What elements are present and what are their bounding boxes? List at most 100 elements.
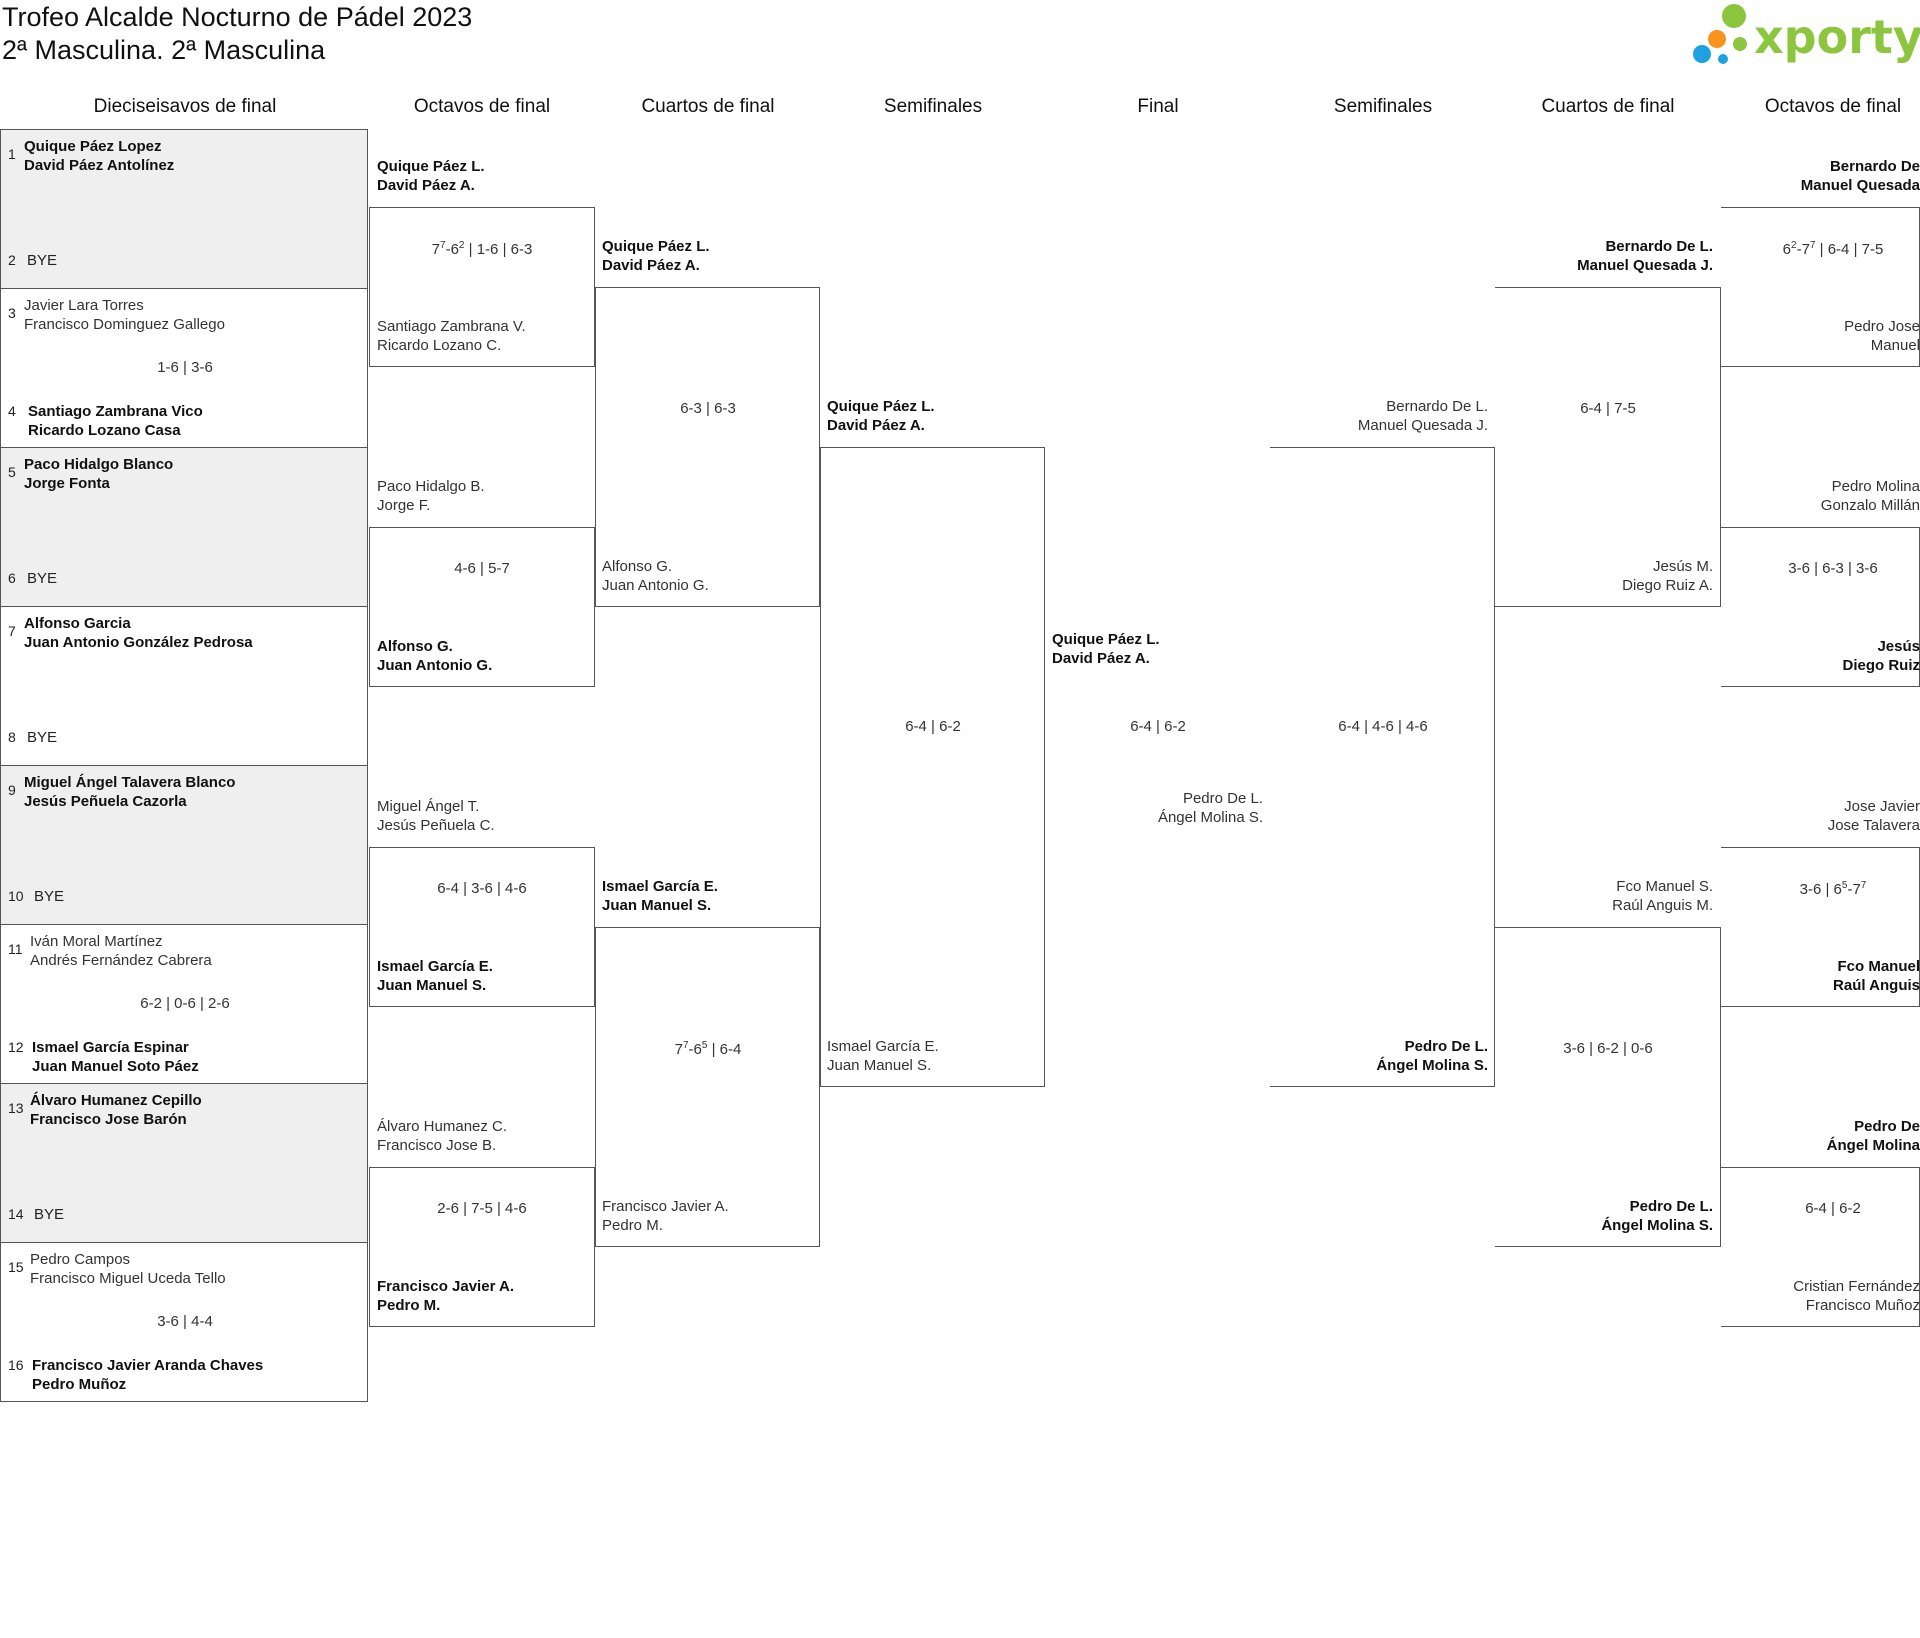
- score-part: -7: [1796, 241, 1810, 258]
- round-header: Cuartos de final: [641, 96, 775, 117]
- seed-number: 16: [8, 1357, 24, 1373]
- team-slot: Pedro De L.Ángel Molina S.: [1376, 1037, 1488, 1075]
- player-name: Pedro Molina: [1831, 478, 1920, 495]
- team-slot: Fco Manuel S.Raúl Anguis M.: [1612, 877, 1713, 915]
- seed-number: 13: [8, 1100, 24, 1116]
- round-header: Octavos de final: [413, 96, 551, 117]
- player-name: Juan Manuel S.: [602, 897, 712, 914]
- player-name: Ángel Molina S.: [1157, 809, 1263, 826]
- match-score: 6-4 | 3-6 | 4-6: [437, 880, 527, 897]
- xporty-logo[interactable]: xporty: [1690, 2, 1920, 68]
- player-name: Pedro M.: [602, 1217, 663, 1234]
- player-name: Diego Ruiz A.: [1622, 577, 1713, 594]
- bye-label: BYE: [27, 570, 58, 587]
- tiebreak-points: 2: [1791, 240, 1797, 251]
- seed-number: 1: [8, 146, 16, 162]
- player-name: Pedro Campos: [30, 1251, 131, 1268]
- bracket-connector: [369, 1167, 595, 1327]
- logo-dot-orange: [1708, 30, 1726, 48]
- bracket-connector: [1270, 447, 1495, 1087]
- score-part: -6: [445, 241, 459, 258]
- player-name: Quique Páez L.: [377, 158, 485, 175]
- player-name: Raúl Anguis M.: [1612, 897, 1713, 914]
- player-name: Ismael García E.: [827, 1038, 939, 1055]
- player-name: Manuel Quesada: [1800, 177, 1920, 194]
- player-name: Ricardo Lozano Casa: [28, 422, 181, 439]
- player-name: Álvaro Humanez C.: [377, 1118, 508, 1135]
- team-slot: Pedro De Ángel Molina: [1827, 1117, 1920, 1155]
- score-part: -7: [1847, 881, 1861, 898]
- player-name: Ángel Molina S.: [1376, 1057, 1488, 1074]
- player-name: Raúl Anguis: [1833, 977, 1920, 994]
- bye-label: BYE: [27, 252, 58, 269]
- player-name: Ángel Molina: [1826, 1137, 1920, 1154]
- score-part: | 6-4: [707, 1041, 742, 1058]
- player-name: Pedro Muñoz: [32, 1376, 127, 1393]
- player-name: Pedro De L.: [1629, 1198, 1713, 1215]
- player-name: Ismael García E.: [377, 958, 493, 975]
- match-score: 6-3 | 6-3: [680, 400, 736, 417]
- round-header: Final: [1137, 96, 1179, 117]
- player-name: Paco Hidalgo B.: [377, 478, 485, 495]
- player-name: Ismael García Espinar: [32, 1039, 189, 1056]
- player-name: Ángel Molina S.: [1601, 1217, 1713, 1234]
- player-name: Santiago Zambrana V.: [377, 318, 526, 335]
- team-slot: Francisco Javier A.Pedro M.: [377, 1277, 514, 1315]
- player-name: Alfonso G.: [377, 638, 453, 655]
- xporty-logo-mark: xporty: [1693, 4, 1920, 64]
- player-name: Francisco Jose Barón: [30, 1111, 187, 1128]
- player-name: Jorge F.: [377, 497, 431, 514]
- player-name: Andrés Fernández Cabrera: [30, 952, 212, 969]
- player-name: Bernardo De: [1829, 158, 1920, 175]
- tiebreak-points: 5: [701, 1040, 708, 1051]
- player-name: Juan Manuel S.: [377, 977, 487, 994]
- bracket-connector: [820, 447, 1045, 1087]
- team-slot: Pedro De L.Ángel Molina S.: [1158, 789, 1263, 827]
- tiebreak-points: 2: [458, 240, 465, 251]
- player-name: Francisco Javier A.: [377, 1278, 515, 1295]
- player-name: Quique Páez L.: [1052, 631, 1160, 648]
- logo-dot-blue-large: [1693, 45, 1711, 63]
- logo-text: xporty: [1754, 10, 1920, 64]
- player-name: Cristian Fernández: [1793, 1278, 1920, 1295]
- score-part: | 6-4 | 7-5: [1815, 241, 1884, 258]
- seed-number: 8: [8, 729, 16, 745]
- player-name: Ismael García E.: [602, 878, 718, 895]
- seed-number: 11: [8, 941, 23, 957]
- tiebreak-points: 7: [682, 1040, 689, 1051]
- team-slot: Quique Páez L.David Páez A.: [827, 397, 935, 435]
- bracket-connector: [1495, 927, 1721, 1247]
- round-header: Semifinales: [1333, 96, 1433, 117]
- player-name: Miguel Ángel T.: [377, 798, 480, 815]
- player-name: David Páez A.: [827, 417, 925, 434]
- team-slot: Bernardo De Manuel Quesada: [1801, 157, 1920, 195]
- player-name: Jorge Fonta: [24, 475, 110, 492]
- player-name: Pedro De: [1854, 1118, 1920, 1135]
- team-slot: Jesús M.Diego Ruiz A.: [1622, 557, 1713, 595]
- match-score: 3-6 | 65-77: [1713, 880, 1920, 898]
- match-score: 6-4 | 6-2: [905, 718, 961, 735]
- player-name: David Páez A.: [1052, 650, 1150, 667]
- team-slot: Quique Páez L.David Páez A.: [602, 237, 710, 275]
- match-score: 3-6 | 6-3 | 3-6: [1788, 560, 1878, 577]
- player-name: Pedro Jose: [1844, 318, 1920, 335]
- team-slot: Alfonso G.Juan Antonio G.: [377, 637, 492, 675]
- match-score: 3-6 | 4-4: [157, 1313, 213, 1330]
- logo-dot-blue-small: [1718, 54, 1728, 64]
- team-slot: Santiago Zambrana V.Ricardo Lozano C.: [377, 317, 526, 355]
- seed-number: 10: [8, 888, 24, 904]
- score-part: -6: [688, 1041, 702, 1058]
- category-subtitle: 2ª Masculina. 2ª Masculina: [2, 35, 326, 65]
- player-name: Juan Antonio González Pedrosa: [24, 634, 253, 651]
- team-slot: Ismael García E. Juan Manuel S.: [602, 877, 718, 915]
